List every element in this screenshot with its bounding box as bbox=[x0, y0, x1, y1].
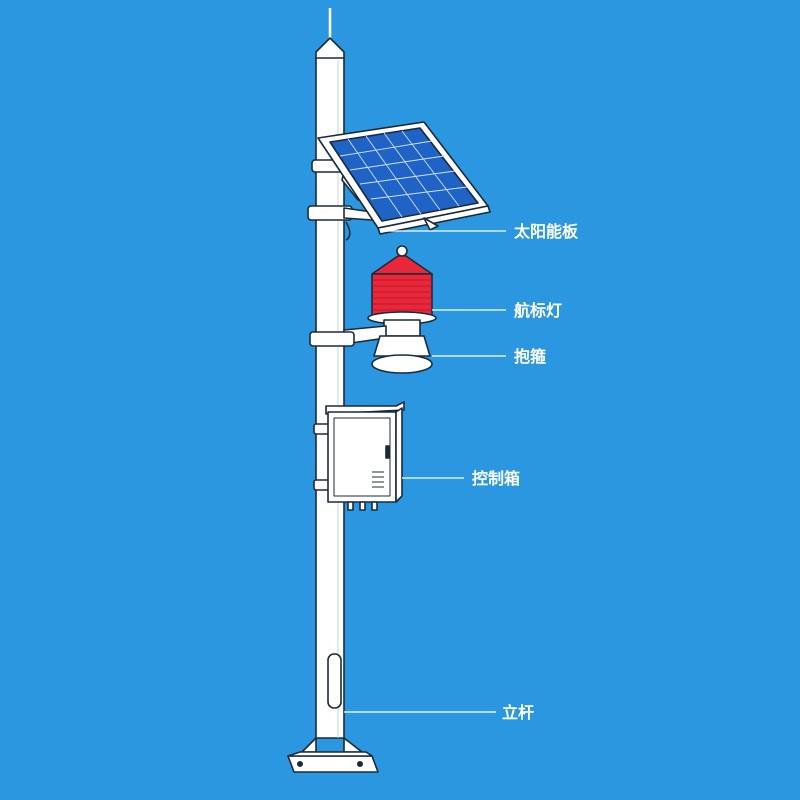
beacon-clamp bbox=[309, 331, 355, 347]
beacon-hook bbox=[396, 245, 408, 257]
control-box-lid bbox=[325, 401, 405, 415]
control-box-vents bbox=[372, 471, 384, 488]
label-solar-panel: 太阳能板 bbox=[513, 222, 579, 241]
control-box-latch bbox=[385, 445, 390, 459]
solar-panel-grid bbox=[339, 130, 468, 218]
cable-gland bbox=[347, 501, 354, 511]
label-beacon-light: 航标灯 bbox=[514, 301, 562, 320]
label-pole: 立杆 bbox=[502, 703, 534, 722]
control-box-assembly bbox=[313, 401, 405, 511]
beacon-base bbox=[373, 335, 431, 357]
leader-lines bbox=[344, 230, 506, 713]
label-clamp: 抱箍 bbox=[514, 347, 546, 366]
access-door bbox=[327, 653, 342, 709]
label-control-box: 控制箱 bbox=[472, 469, 520, 488]
beacon-light-assembly bbox=[309, 245, 437, 374]
solar-panel-assembly bbox=[307, 121, 491, 241]
